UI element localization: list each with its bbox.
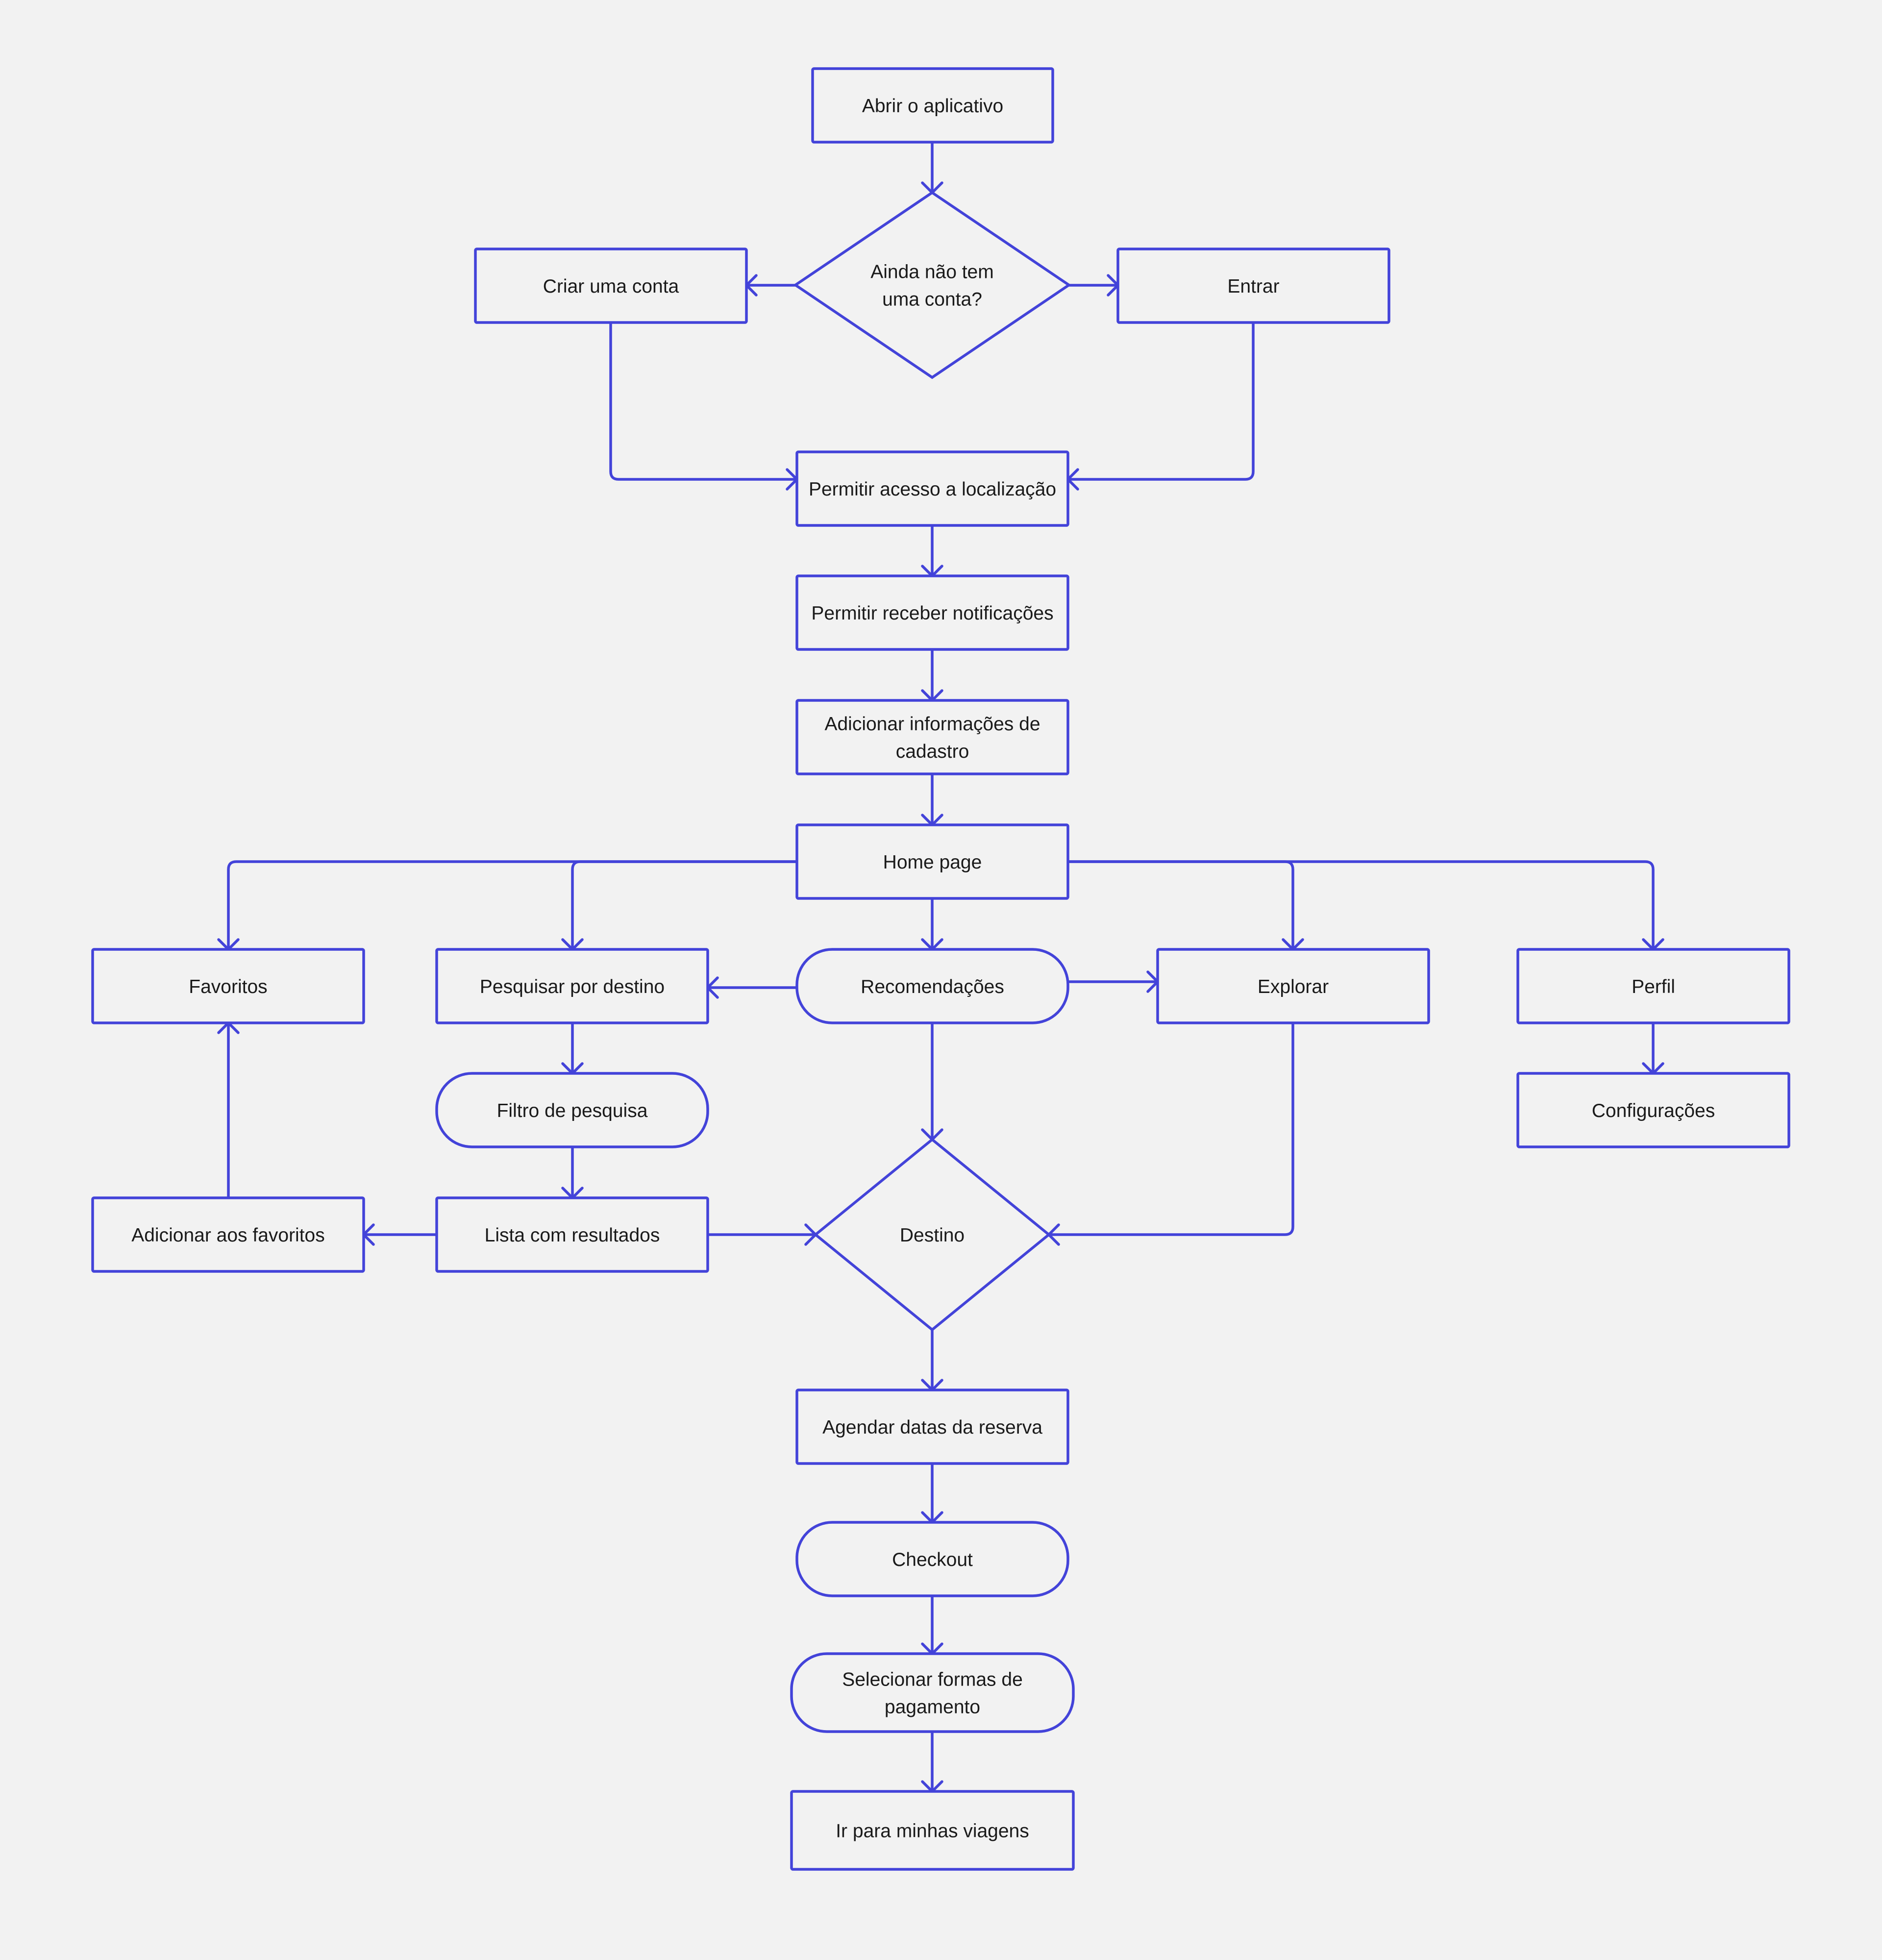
node-label: Ainda não tem <box>870 262 994 283</box>
connector-line <box>609 321 798 481</box>
node-pesquisar[interactable]: Pesquisar por destino <box>435 948 709 1024</box>
node-perfil[interactable]: Perfil <box>1516 948 1790 1024</box>
process-box <box>795 699 1069 775</box>
node-label: uma conta? <box>882 289 982 310</box>
process-box <box>1516 1072 1790 1148</box>
process-box <box>1516 948 1790 1024</box>
process-box <box>474 248 748 324</box>
node-criar[interactable]: Criar uma conta <box>474 248 748 324</box>
node-label: Perfil <box>1632 976 1675 997</box>
node-label: Permitir acesso a localização <box>809 479 1056 500</box>
terminal-shape <box>435 1072 709 1148</box>
process-box <box>795 450 1069 527</box>
connector-line <box>227 860 798 951</box>
process-box <box>795 823 1069 900</box>
node-label: Lista com resultados <box>485 1225 660 1246</box>
process-box <box>790 1790 1075 1871</box>
node-label: Checkout <box>892 1549 973 1570</box>
node-adicionar-info[interactable]: Adicionar informações de cadastro <box>795 699 1069 775</box>
node-label: Selecionar formas de <box>842 1669 1023 1690</box>
node-filtro[interactable]: Filtro de pesquisa <box>435 1072 709 1148</box>
process-box <box>811 67 1054 144</box>
node-label: Adicionar aos favoritos <box>131 1225 325 1246</box>
node-entrar[interactable]: Entrar <box>1116 248 1390 324</box>
connector-line <box>1066 321 1255 481</box>
process-box <box>795 1389 1069 1465</box>
process-box <box>795 574 1069 651</box>
process-box <box>1156 948 1430 1024</box>
node-abrir[interactable]: Abrir o aplicativo <box>811 67 1054 144</box>
terminal-shape <box>795 948 1069 1024</box>
node-label: Configurações <box>1592 1100 1715 1121</box>
node-label: Pesquisar por destino <box>480 976 665 997</box>
process-box <box>435 948 709 1024</box>
connector-line <box>1047 1021 1294 1236</box>
process-box <box>1116 248 1390 324</box>
node-label: pagamento <box>885 1697 980 1718</box>
process-box <box>435 1196 709 1273</box>
connector-line <box>571 860 798 951</box>
node-configuracoes[interactable]: Configurações <box>1516 1072 1790 1148</box>
node-label: Destino <box>900 1225 965 1246</box>
node-label: Entrar <box>1227 276 1279 297</box>
node-label: Ir para minhas viagens <box>836 1821 1029 1842</box>
node-permitir-loc[interactable]: Permitir acesso a localização <box>795 450 1069 527</box>
node-checkout[interactable]: Checkout <box>795 1521 1069 1597</box>
node-label: Agendar datas da reserva <box>822 1417 1042 1438</box>
decision-diamond <box>813 1138 1051 1332</box>
decision-diamond <box>793 191 1071 379</box>
node-ainda[interactable]: Ainda não tem uma conta? <box>793 191 1071 379</box>
node-recomendacoes[interactable]: Recomendações <box>795 948 1069 1024</box>
node-label: cadastro <box>896 741 969 762</box>
process-box <box>91 1196 365 1273</box>
node-explorar[interactable]: Explorar <box>1156 948 1430 1024</box>
terminal-shape <box>795 1521 1069 1597</box>
node-lista[interactable]: Lista com resultados <box>435 1196 709 1273</box>
node-label: Explorar <box>1258 976 1329 997</box>
process-box <box>91 948 365 1024</box>
connector-line <box>1066 860 1655 951</box>
node-label: Filtro de pesquisa <box>497 1100 648 1121</box>
node-label: Abrir o aplicativo <box>862 96 1003 117</box>
node-label: Recomendações <box>861 976 1004 997</box>
node-destino[interactable]: Destino <box>813 1138 1051 1332</box>
node-label: Favoritos <box>189 976 267 997</box>
node-label: Permitir receber notificações <box>811 603 1053 624</box>
node-ir[interactable]: Ir para minhas viagens <box>790 1790 1075 1871</box>
node-label: Criar uma conta <box>543 276 679 297</box>
node-favoritos[interactable]: Favoritos <box>91 948 365 1024</box>
node-adicionar-fav[interactable]: Adicionar aos favoritos <box>91 1196 365 1273</box>
node-home[interactable]: Home page <box>795 823 1069 900</box>
node-label: Home page <box>883 852 982 873</box>
node-agendar[interactable]: Agendar datas da reserva <box>795 1389 1069 1465</box>
node-label: Adicionar informações de <box>824 714 1040 735</box>
terminal-shape <box>790 1652 1075 1733</box>
node-permitir-notif[interactable]: Permitir receber notificações <box>795 574 1069 651</box>
node-selecionar[interactable]: Selecionar formas de pagamento <box>790 1652 1075 1733</box>
